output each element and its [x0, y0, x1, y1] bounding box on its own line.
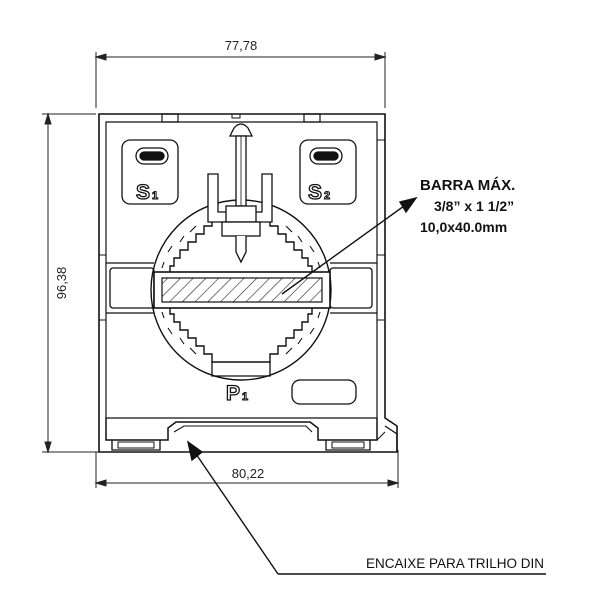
bottom-width-dimension [94, 450, 400, 488]
terminal-s1-letter: S [136, 181, 150, 204]
terminal-s2-letter: S [308, 181, 322, 204]
clamp-screw [207, 123, 273, 264]
top-width-dimension [94, 52, 387, 108]
bar-max-title: BARRA MÁX. [420, 177, 515, 194]
din-rail-label: ENCAIXE PARA TRILHO DIN [366, 556, 544, 571]
terminal-s2-pad [299, 139, 357, 205]
terminal-p1-subscript: 1 [242, 391, 248, 403]
height-label: 96,38 [54, 267, 69, 300]
terminal-s1-pad [121, 139, 179, 205]
terminal-p1-mark [211, 362, 357, 405]
din-callout-leader [186, 440, 546, 575]
top-width-label: 77,78 [225, 38, 258, 53]
terminal-p1-letter: P [226, 382, 240, 405]
terminal-s1-subscript: 1 [152, 190, 158, 202]
bar-size-inch: 3/8” x 1 1/2” [434, 198, 514, 214]
bar-size-mm: 10,0x40.0mm [420, 219, 507, 235]
bottom-width-label: 80,22 [232, 466, 265, 481]
terminal-s2-subscript: 2 [324, 190, 330, 202]
bar-callout-leader [281, 196, 418, 295]
bar-section [153, 271, 331, 309]
height-dimension [42, 112, 100, 454]
din-rail-groove [105, 418, 398, 452]
